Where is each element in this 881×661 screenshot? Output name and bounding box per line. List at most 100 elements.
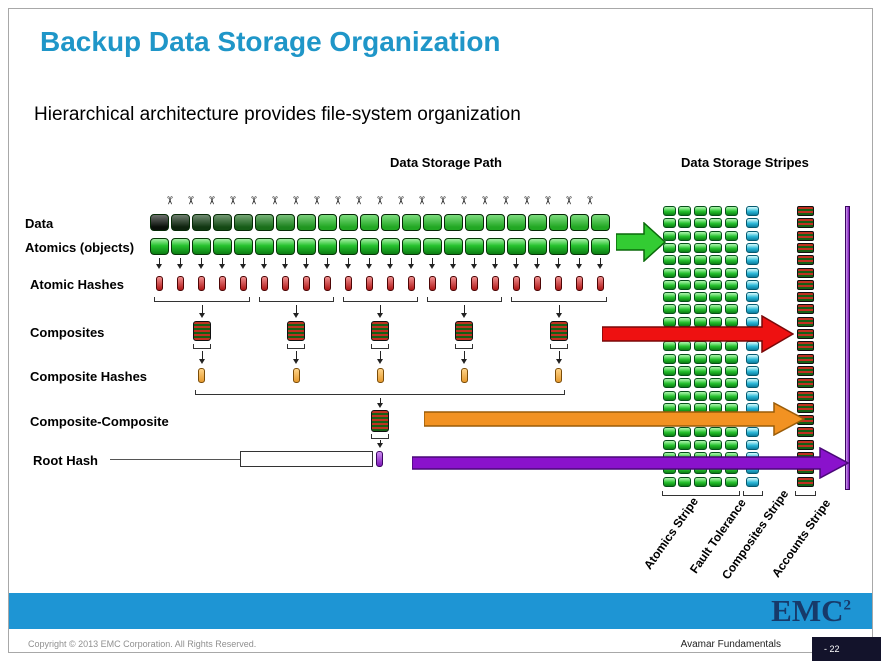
atomic-block — [381, 238, 400, 255]
data-segment — [213, 214, 232, 231]
atomic-hash — [219, 276, 226, 291]
composite-bracket — [287, 344, 305, 349]
down-arrow-icon — [461, 351, 467, 364]
scissors-icon: ✂ — [205, 195, 219, 206]
atomics-stripe-block — [724, 378, 738, 389]
root-hash — [376, 451, 383, 467]
scissors-icon: ✂ — [310, 195, 324, 206]
down-arrow-icon — [555, 258, 561, 269]
data-segment — [528, 214, 547, 231]
atomics-stripe-block — [724, 390, 738, 401]
atomics-stripe-block — [678, 292, 692, 303]
atomics-stripe-block — [663, 279, 676, 290]
root-hash-connector-line — [110, 459, 240, 460]
down-arrow-icon — [429, 258, 435, 269]
atomic-hash — [555, 276, 562, 291]
atomics-stripe-block — [724, 316, 738, 327]
composites-stripe-block — [797, 378, 814, 389]
data-segment — [486, 214, 505, 231]
composites-stripe-block — [797, 316, 814, 327]
fault-tolerance-block — [746, 242, 759, 253]
composite-icon — [455, 321, 473, 341]
scissors-icon: ✂ — [478, 195, 492, 206]
accounts-stripe-bar — [845, 206, 850, 490]
down-arrow-icon — [576, 258, 582, 269]
atomics-stripe-block — [678, 378, 692, 389]
atomic-hash — [366, 276, 373, 291]
root-hash-arrow — [412, 447, 849, 479]
hash-group-bracket — [258, 297, 334, 302]
atomics-stripe-block — [709, 316, 723, 327]
composite-composite-bracket — [371, 434, 389, 439]
atomic-hash — [282, 276, 289, 291]
atomics-stripe-block — [724, 279, 738, 290]
fault-tolerance-block — [746, 427, 759, 438]
atomics-stripe-block — [678, 206, 692, 216]
composites-stripe-block — [797, 427, 814, 438]
atomics-stripe-block — [678, 267, 692, 278]
scissors-icon: ✂ — [289, 195, 303, 206]
composites-stripe-block — [797, 206, 814, 216]
atomics-stripe-block — [724, 427, 738, 438]
row-label-composite-hashes: Composite Hashes — [30, 369, 148, 384]
composites-stripe-block — [797, 476, 814, 487]
composite-composite-icon — [371, 410, 389, 432]
fault-tolerance-block — [746, 292, 759, 303]
hash-group-bracket — [342, 297, 418, 302]
atomics-stripe-block — [663, 439, 676, 450]
scissors-icon: ✂ — [247, 195, 261, 206]
atomics-stripe-block — [709, 255, 723, 266]
atomics-stripe-block — [709, 304, 723, 315]
atomics-stripe-block — [693, 378, 707, 389]
atomics-stripe-block — [678, 316, 692, 327]
atomics-stripe-block — [709, 218, 723, 229]
composite-hash — [376, 368, 384, 383]
down-arrow-icon — [282, 258, 288, 269]
atomics-stripe-block — [678, 279, 692, 290]
down-arrow-icon — [198, 258, 204, 269]
atomic-block — [528, 238, 547, 255]
fault-tolerance-block — [746, 365, 759, 376]
down-arrow-icon — [219, 258, 225, 269]
atomics-stripe-block — [663, 218, 676, 229]
fault-tolerance-block — [746, 279, 759, 290]
scissors-icon: ✂ — [415, 195, 429, 206]
composites-stripe-block — [797, 218, 814, 229]
row-label-atomic-hashes: Atomic Hashes — [30, 277, 124, 292]
atomic-hash — [240, 276, 247, 291]
atomics-stripe-block — [724, 476, 738, 487]
fault-tolerance-block — [746, 353, 759, 364]
atomic-hash — [471, 276, 478, 291]
data-segment — [297, 214, 316, 231]
down-arrow-icon — [387, 258, 393, 269]
composites-stripe-block — [797, 365, 814, 376]
data-segment — [339, 214, 358, 231]
atomics-stripe-block — [693, 292, 707, 303]
fault-tolerance-block — [746, 439, 759, 450]
composite-hash — [292, 368, 300, 383]
hash-group-bracket — [426, 297, 502, 302]
atomics-stripe-block — [724, 255, 738, 266]
atomics-stripe-block — [693, 390, 707, 401]
data-segment — [360, 214, 379, 231]
atomics-stripe-block — [663, 304, 676, 315]
atomics-stripe-block — [693, 439, 707, 450]
atomics-stripe-block — [663, 390, 676, 401]
atomics-stripe-block — [693, 365, 707, 376]
atomics-stripe-block — [724, 353, 738, 364]
atomics-stripe-block — [724, 218, 738, 229]
atomics-stripe-block — [709, 279, 723, 290]
hash-group-bracket — [510, 297, 607, 302]
atomics-stripe-block — [724, 267, 738, 278]
atomics-stripe-block — [663, 206, 676, 216]
atomics-stripe-block — [678, 390, 692, 401]
atomic-block — [171, 238, 190, 255]
row-label-data: Data — [25, 216, 54, 231]
scissors-icon: ✂ — [436, 195, 450, 206]
atomic-block — [486, 238, 505, 255]
down-arrow-icon — [293, 351, 299, 364]
slide-title: Backup Data Storage Organization — [40, 26, 501, 57]
fault-tolerance-block — [746, 255, 759, 266]
atomics-stripe-block — [663, 378, 676, 389]
down-arrow-icon — [366, 258, 372, 269]
